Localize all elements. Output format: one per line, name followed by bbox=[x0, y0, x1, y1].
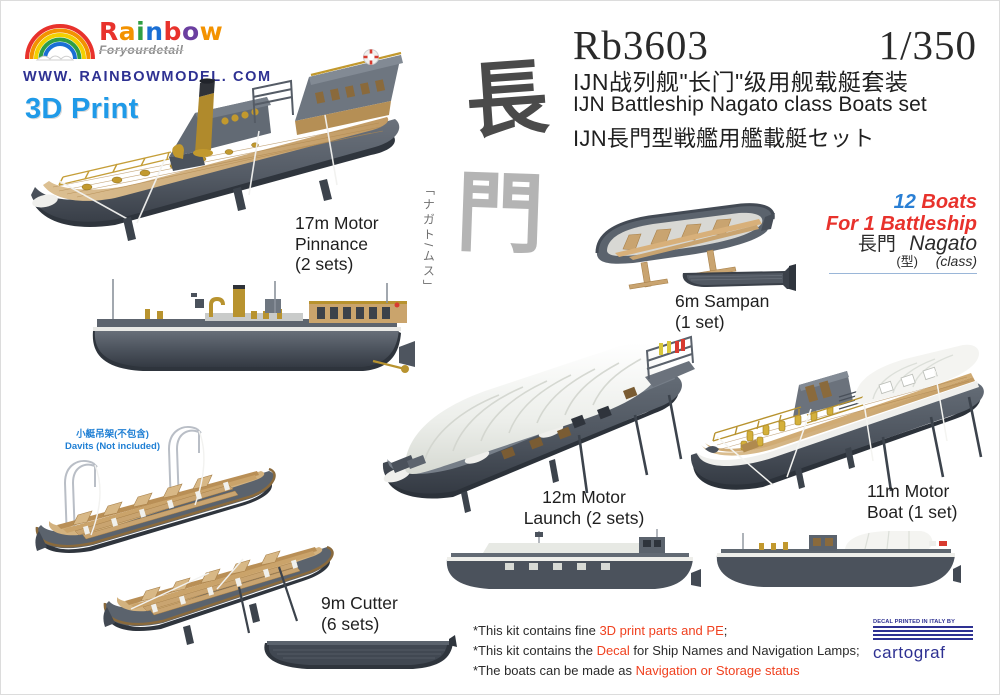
label-17m-line1: 17m Motor bbox=[295, 213, 379, 233]
kit-note-2-highlight: Decal bbox=[596, 643, 630, 659]
label-9m-cutter: 9m Cutter (6 sets) bbox=[321, 593, 398, 634]
title-english: IJN Battleship Nagato class Boats set bbox=[573, 93, 927, 116]
cartograf-bars-icon bbox=[873, 626, 973, 642]
artwork-11m-motor-boat-3d bbox=[687, 344, 997, 495]
calligraphy-naga: 長 bbox=[462, 49, 552, 151]
class-sub-jp: (型) bbox=[896, 254, 918, 269]
kit-note-1: *This kit contains fine 3D print parts a… bbox=[473, 621, 860, 641]
kit-code: Rb3603 bbox=[573, 22, 709, 68]
artwork-9m-cutter-lower bbox=[97, 509, 347, 649]
kit-note-1-b: ; bbox=[723, 623, 728, 638]
cartograf-caption: DECAL PRINTED IN ITALY BY bbox=[873, 619, 955, 625]
label-cutter-line2: (6 sets) bbox=[321, 613, 380, 634]
boats-count-number: 12 bbox=[893, 191, 916, 213]
title-japanese: IJN長門型戦艦用艦載艇セット bbox=[573, 126, 875, 151]
artwork-17m-motor-pinnance-side bbox=[87, 277, 427, 385]
label-6m-sampan: 6m Sampan (1 set) bbox=[675, 291, 769, 332]
kit-note-2-a: *This kit contains the bbox=[473, 643, 597, 659]
brand-wordmark: Rainbow bbox=[99, 17, 223, 46]
class-sub-en: (class) bbox=[935, 253, 977, 269]
label-cutter-line1: 9m Cutter bbox=[321, 593, 398, 613]
brand-tagline: Foryourdetail bbox=[99, 43, 184, 57]
artwork-11m-motor-boat-side bbox=[713, 529, 963, 593]
artwork-12m-motor-launch-3d bbox=[373, 335, 703, 513]
label-sampan-line1: 6m Sampan bbox=[675, 291, 770, 311]
calligraphy-kana: 「ナガト/ムス」 bbox=[421, 183, 436, 295]
boats-count-word: Boats bbox=[915, 191, 977, 213]
boats-count-line2: For 1 Battleship bbox=[825, 213, 977, 236]
label-launch-line1: 12m Motor bbox=[542, 487, 626, 507]
artwork-12m-motor-launch-side bbox=[443, 529, 703, 601]
artwork-17m-motor-pinnance-3d bbox=[19, 35, 419, 245]
kit-note-2: *This kit contains the Decal for Ship Na… bbox=[473, 641, 860, 661]
kit-note-2-b: for Ship Names and Navigation Lamps; bbox=[629, 643, 860, 659]
kit-note-3-a: *The boats can be made as bbox=[473, 663, 636, 679]
label-motorboat-line1: 11m Motor bbox=[867, 481, 950, 501]
brand-letter: w bbox=[199, 17, 224, 46]
badge-3d-print: 3D Print bbox=[25, 93, 139, 125]
boats-count-line1: 12 Boats bbox=[826, 191, 977, 213]
artwork-6m-sampan-side bbox=[677, 263, 807, 299]
label-11m-motor-boat: 11m Motor Boat (1 set) bbox=[867, 481, 957, 522]
kit-note-1-a: *This kit contains fine bbox=[473, 623, 600, 638]
kit-scale: 1/350 bbox=[878, 22, 977, 68]
brand-letter: o bbox=[181, 17, 200, 46]
cartograf-wordmark: cartograf bbox=[873, 643, 946, 662]
class-sub-row: (型) (class) bbox=[896, 251, 977, 271]
label-launch-line2: Launch (2 sets) bbox=[523, 507, 645, 528]
label-motorboat-line2: Boat (1 set) bbox=[867, 501, 958, 522]
kit-note-3: *The boats can be made as Navigation or … bbox=[473, 661, 860, 681]
label-12m-motor-launch: 12m Motor Launch (2 sets) bbox=[479, 487, 689, 528]
brand-letter: n bbox=[145, 17, 164, 46]
label-17m-motor-pinnance: 17m Motor Pinnance (2 sets) bbox=[295, 213, 379, 275]
class-name-jp: 長門 bbox=[857, 234, 896, 255]
brand-letter: b bbox=[163, 17, 182, 46]
kit-note-1-highlight: 3D print parts and PE bbox=[599, 623, 724, 638]
brand-letter: a bbox=[118, 17, 137, 46]
label-sampan-line2: (1 set) bbox=[675, 311, 725, 332]
artwork-6m-sampan-3d bbox=[589, 197, 809, 297]
title-chinese: IJN战列舰"长门"级用舰载艇套装 bbox=[573, 69, 909, 95]
label-17m-line2: Pinnance bbox=[295, 233, 368, 254]
kit-notes: *This kit contains fine 3D print parts a… bbox=[473, 621, 860, 681]
class-underline bbox=[829, 273, 977, 274]
boats-count-block: 12 Boats For 1 Battleship bbox=[826, 191, 977, 236]
label-17m-line3: (2 sets) bbox=[295, 254, 354, 275]
artwork-9m-cutter-with-davits bbox=[29, 413, 289, 563]
note-davits-en: Davits (Not included) bbox=[65, 441, 161, 453]
class-name-row: 長門 Nagato bbox=[858, 229, 977, 256]
brand-letter: i bbox=[136, 17, 146, 46]
note-davits-cn: 小艇吊架(不包含) bbox=[76, 429, 149, 440]
rainbow-logo: Rainbow Foryourdetail bbox=[23, 17, 223, 63]
cartograf-logo: DECAL PRINTED IN ITALY BY cartograf bbox=[873, 619, 981, 663]
kit-note-3-highlight: Navigation or Storage status bbox=[635, 663, 800, 679]
rainbow-arc-icon bbox=[25, 24, 95, 61]
artwork-9m-cutter-side bbox=[259, 631, 459, 671]
class-name-en: Nagato bbox=[909, 232, 977, 255]
note-davits-not-included: 小艇吊架(不包含) Davits (Not included) bbox=[65, 429, 160, 454]
calligraphy-to: 門 bbox=[454, 159, 546, 267]
brand-letter: R bbox=[99, 17, 119, 46]
